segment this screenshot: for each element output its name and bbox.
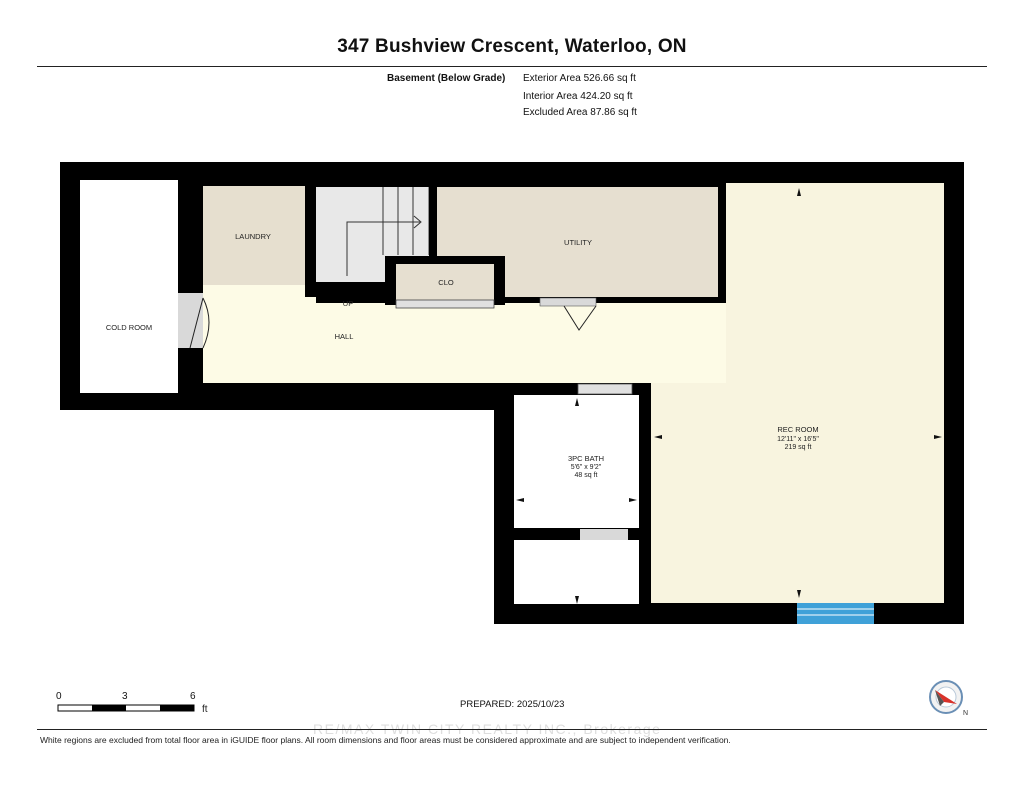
scale-bar [57, 704, 195, 712]
bath-dimensions: 5'6" x 9'2" [571, 464, 602, 471]
bath-area-text: 48 sq ft [575, 472, 598, 479]
scale-tick-6: 6 [190, 691, 196, 702]
exterior-area: Exterior Area 526.66 sq ft [523, 73, 636, 84]
stairs-up-label: UP [343, 299, 353, 308]
scale-tick-3: 3 [122, 691, 128, 702]
scale-unit: ft [202, 704, 208, 715]
door-openings [178, 293, 633, 540]
cold-room-area [80, 180, 178, 393]
bath-area [514, 395, 639, 528]
rec-room-area [726, 183, 944, 603]
room-label-bath: 3PC BATH [568, 454, 604, 463]
dimension-arrow-icon [516, 188, 942, 604]
laundry-area [203, 186, 305, 285]
footer-divider [37, 729, 987, 730]
interior-area: Interior Area 424.20 sq ft [523, 91, 633, 102]
rec-room-alcove [651, 383, 731, 603]
scale-tick-0: 0 [56, 691, 62, 702]
rec-room-area-text: 219 sq ft [785, 444, 812, 451]
rec-room-dimensions: 12'11" x 16'5" [777, 436, 819, 443]
storage-area [514, 540, 639, 604]
disclaimer-text: White regions are excluded from total fl… [40, 735, 731, 745]
prepared-date: PREPARED: 2025/10/23 [460, 699, 565, 710]
room-label-closet: CLO [438, 278, 454, 287]
north-compass-icon: N [929, 680, 968, 717]
svg-text:N: N [963, 710, 968, 717]
closet-door [395, 299, 495, 309]
excluded-area: Excluded Area 87.86 sq ft [523, 107, 637, 118]
window [797, 603, 874, 624]
page-title: 347 Bushview Crescent, Waterloo, ON [337, 36, 687, 57]
closet-area [396, 264, 494, 301]
room-label-laundry: LAUNDRY [235, 232, 271, 241]
level-label: Basement (Below Grade) [387, 73, 506, 84]
room-label-rec-room: REC ROOM [777, 425, 818, 434]
room-label-utility: UTILITY [564, 238, 592, 247]
title-divider [37, 66, 987, 67]
room-label-cold-room: COLD ROOM [106, 323, 152, 332]
hall-area [203, 285, 726, 383]
room-label-hall: HALL [335, 332, 354, 341]
